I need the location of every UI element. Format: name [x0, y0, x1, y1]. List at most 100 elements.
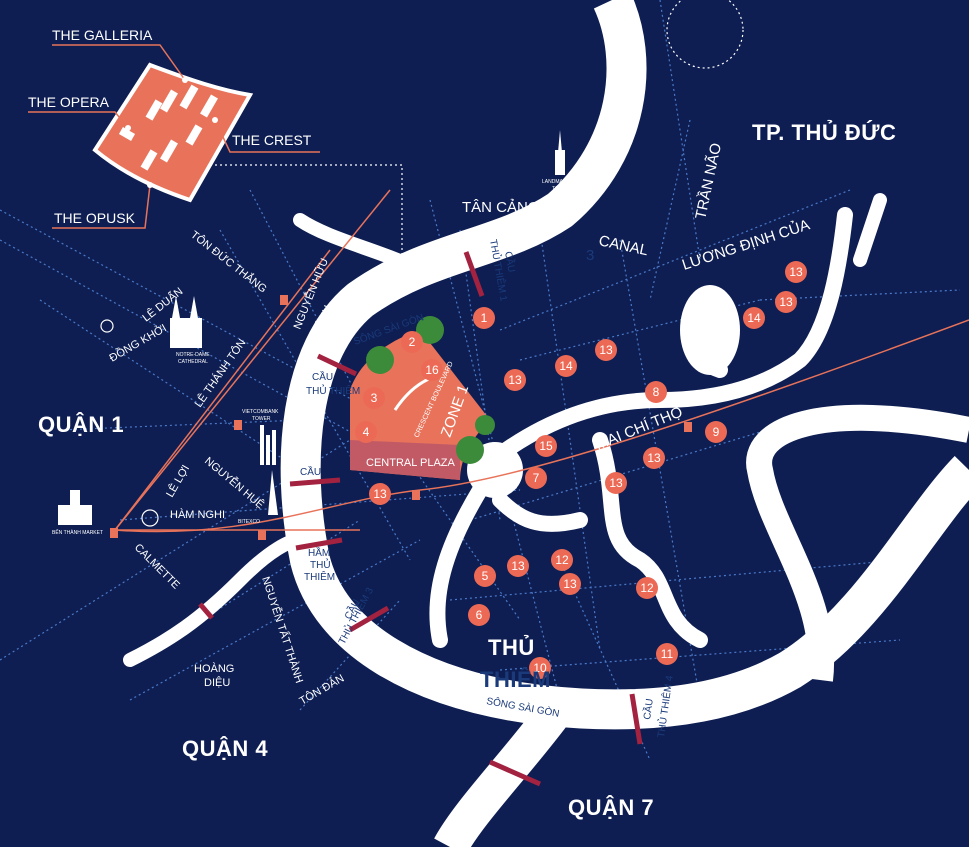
marker-number: 12	[640, 581, 654, 595]
roundabout-le-duan	[100, 319, 114, 333]
label-cau-thu-thiem-1-a: CẦU	[502, 250, 518, 273]
marker-number: 13	[789, 265, 803, 279]
marker-13: 13	[507, 555, 529, 577]
project-dots	[125, 77, 218, 188]
marker-3: 3	[363, 387, 385, 409]
marker-4: 4	[355, 421, 377, 443]
marker-13: 13	[369, 483, 391, 505]
label-ham-thu-thiem-b: THỦ	[310, 558, 331, 571]
marker-circle	[785, 261, 807, 283]
marker-10: 10	[529, 657, 551, 679]
marker-number: 9	[713, 425, 720, 439]
district-thu-duc: TP. THỦ ĐỨC	[752, 120, 896, 145]
marker-number: 14	[747, 311, 761, 325]
marker-number: 4	[363, 425, 370, 439]
marker-number: 12	[555, 553, 569, 567]
marker-number: 13	[609, 476, 623, 490]
notre-dame-icon	[170, 296, 202, 348]
label-ham-nghi: HÀM NGHI	[170, 508, 225, 521]
marker-15: 15	[535, 435, 557, 457]
district-quan-1: QUẬN 1	[38, 412, 124, 437]
label-tan-cang: TÂN CẢNG	[462, 199, 540, 216]
project-leader-lines	[28, 44, 320, 229]
marker-number: 13	[647, 451, 661, 465]
label-ham-thu-thiem-a: HẦM	[308, 546, 330, 559]
label-the-opera: THE OPERA	[28, 94, 110, 110]
label-the-opusk: THE OPUSK	[54, 210, 136, 226]
marker-number: 6	[476, 608, 483, 622]
marker-number: 2	[409, 335, 416, 349]
marker-13: 13	[643, 447, 665, 469]
marker-circle	[421, 359, 443, 381]
marker-12: 12	[636, 577, 658, 599]
marker-number: 11	[661, 647, 674, 661]
marker-circle	[643, 447, 665, 469]
marker-circle	[468, 604, 490, 626]
marker-7: 7	[525, 467, 547, 489]
label-cau-thu-thiem-4-a: CẦU	[640, 698, 656, 721]
station-icons	[110, 295, 692, 540]
district-quan-7: QUẬN 7	[568, 795, 654, 820]
inset-guide-line	[200, 164, 403, 290]
ben-thanh-icon	[58, 490, 92, 525]
marker-11: 11	[656, 643, 678, 665]
marker-14: 14	[743, 307, 765, 329]
label-ben-thanh: BẾN THÀNH MARKET	[52, 529, 103, 536]
marker-13: 13	[559, 573, 581, 595]
marker-8: 8	[645, 381, 667, 403]
marker-number: 13	[599, 343, 613, 357]
marker-number: 13	[508, 373, 522, 387]
marker-number: 5	[482, 569, 489, 583]
label-the-crest: THE CREST	[232, 132, 312, 148]
marker-14: 14	[555, 355, 577, 377]
marker-circle	[363, 387, 385, 409]
marker-number: 10	[533, 661, 547, 675]
marker-circle	[473, 307, 495, 329]
district-thu-thiem-1: THỦ	[488, 635, 535, 660]
district-quan-4: QUẬN 4	[182, 736, 268, 761]
marker-16: 16	[421, 359, 443, 381]
marker-number: 13	[779, 295, 793, 309]
roundabout-ben-thanh	[141, 509, 159, 527]
marker-circle	[369, 483, 391, 505]
marker-circle	[474, 565, 496, 587]
label-vietcombank-b: TOWER	[252, 416, 271, 422]
marker-circle	[605, 472, 627, 494]
marker-circle	[743, 307, 765, 329]
marker-number: 1	[481, 311, 488, 325]
river-east-loop	[746, 404, 969, 682]
label-cau-thu-thiem-left-b: THỦ THIÊM	[306, 384, 360, 397]
marker-circle	[401, 331, 423, 353]
marker-circle	[355, 421, 377, 443]
marker-number: 3	[371, 391, 378, 405]
bridges	[198, 251, 643, 787]
marker-circle	[559, 573, 581, 595]
marker-circle	[645, 381, 667, 403]
label-canal-number: 3	[586, 247, 594, 264]
landmark-81-icon	[555, 130, 565, 175]
marker-circle	[555, 355, 577, 377]
marker-circle	[595, 339, 617, 361]
vietcombank-icon	[260, 425, 276, 465]
label-hoang-dieu-2: DIỆU	[204, 676, 230, 689]
marker-13: 13	[504, 369, 526, 391]
label-the-galleria: THE GALLERIA	[52, 27, 153, 43]
marker-number: 8	[653, 385, 660, 399]
marker-number: 13	[373, 487, 387, 501]
label-cau: CẦU	[300, 465, 321, 478]
saigon-river-lower-branch	[434, 694, 575, 847]
marker-circle	[656, 643, 678, 665]
label-vietcombank-a: VIETCOMBANK	[242, 409, 279, 415]
label-ham-thu-thiem-c: THIÊM	[304, 570, 335, 583]
marker-number: 7	[533, 471, 540, 485]
marker-13: 13	[785, 261, 807, 283]
district-thu-thiem-2: THIÊM	[480, 667, 551, 692]
white-roads	[123, 193, 887, 667]
red-routes	[114, 189, 969, 533]
marker-circle	[529, 657, 551, 679]
label-landmark81-b: TOWER	[552, 186, 571, 192]
marker-12: 12	[551, 549, 573, 571]
marker-circle	[507, 555, 529, 577]
marker-6: 6	[468, 604, 490, 626]
